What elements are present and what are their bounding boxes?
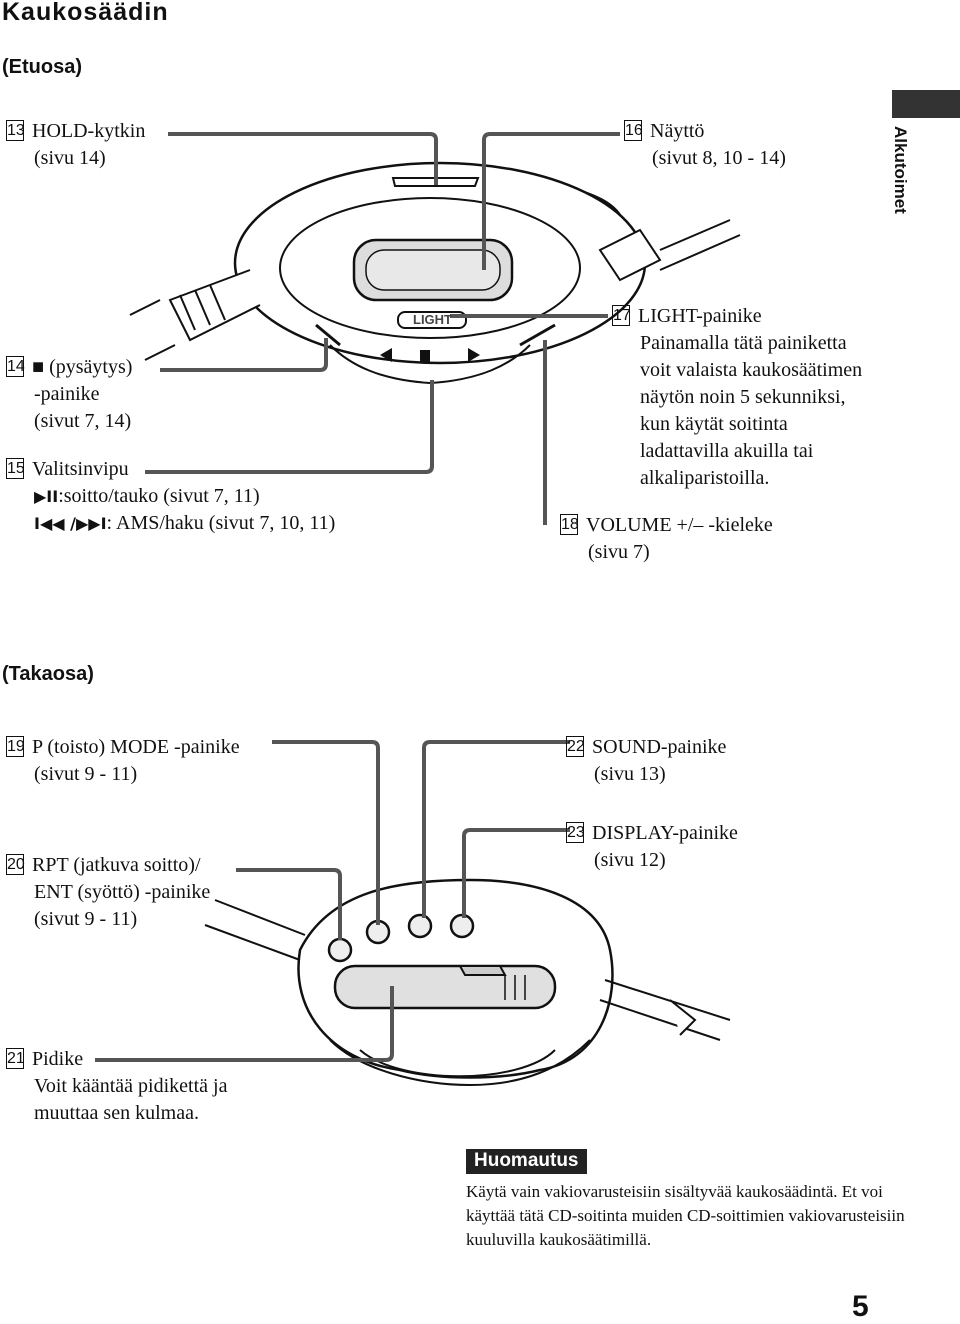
page-number: 5 bbox=[852, 1290, 869, 1323]
light-button-label: LIGHT bbox=[413, 312, 452, 327]
play-pause-icon: ▶II bbox=[34, 487, 59, 506]
front-heading: (Etuosa) bbox=[2, 56, 82, 78]
note-title: Huomautus bbox=[466, 1149, 587, 1174]
skip-icons: I◀◀ /▶▶I bbox=[34, 514, 107, 533]
back-heading: (Takaosa) bbox=[2, 663, 94, 685]
note-text: Käytä vain vakiovarusteisiin sisältyvää … bbox=[466, 1182, 905, 1249]
page-title: Kaukosäädin bbox=[2, 0, 169, 26]
section-tab bbox=[892, 90, 960, 118]
label-14: 14■ (pysäytys) -painike (sivut 7, 14) bbox=[6, 356, 133, 432]
stop-icon: ■ bbox=[32, 356, 45, 378]
